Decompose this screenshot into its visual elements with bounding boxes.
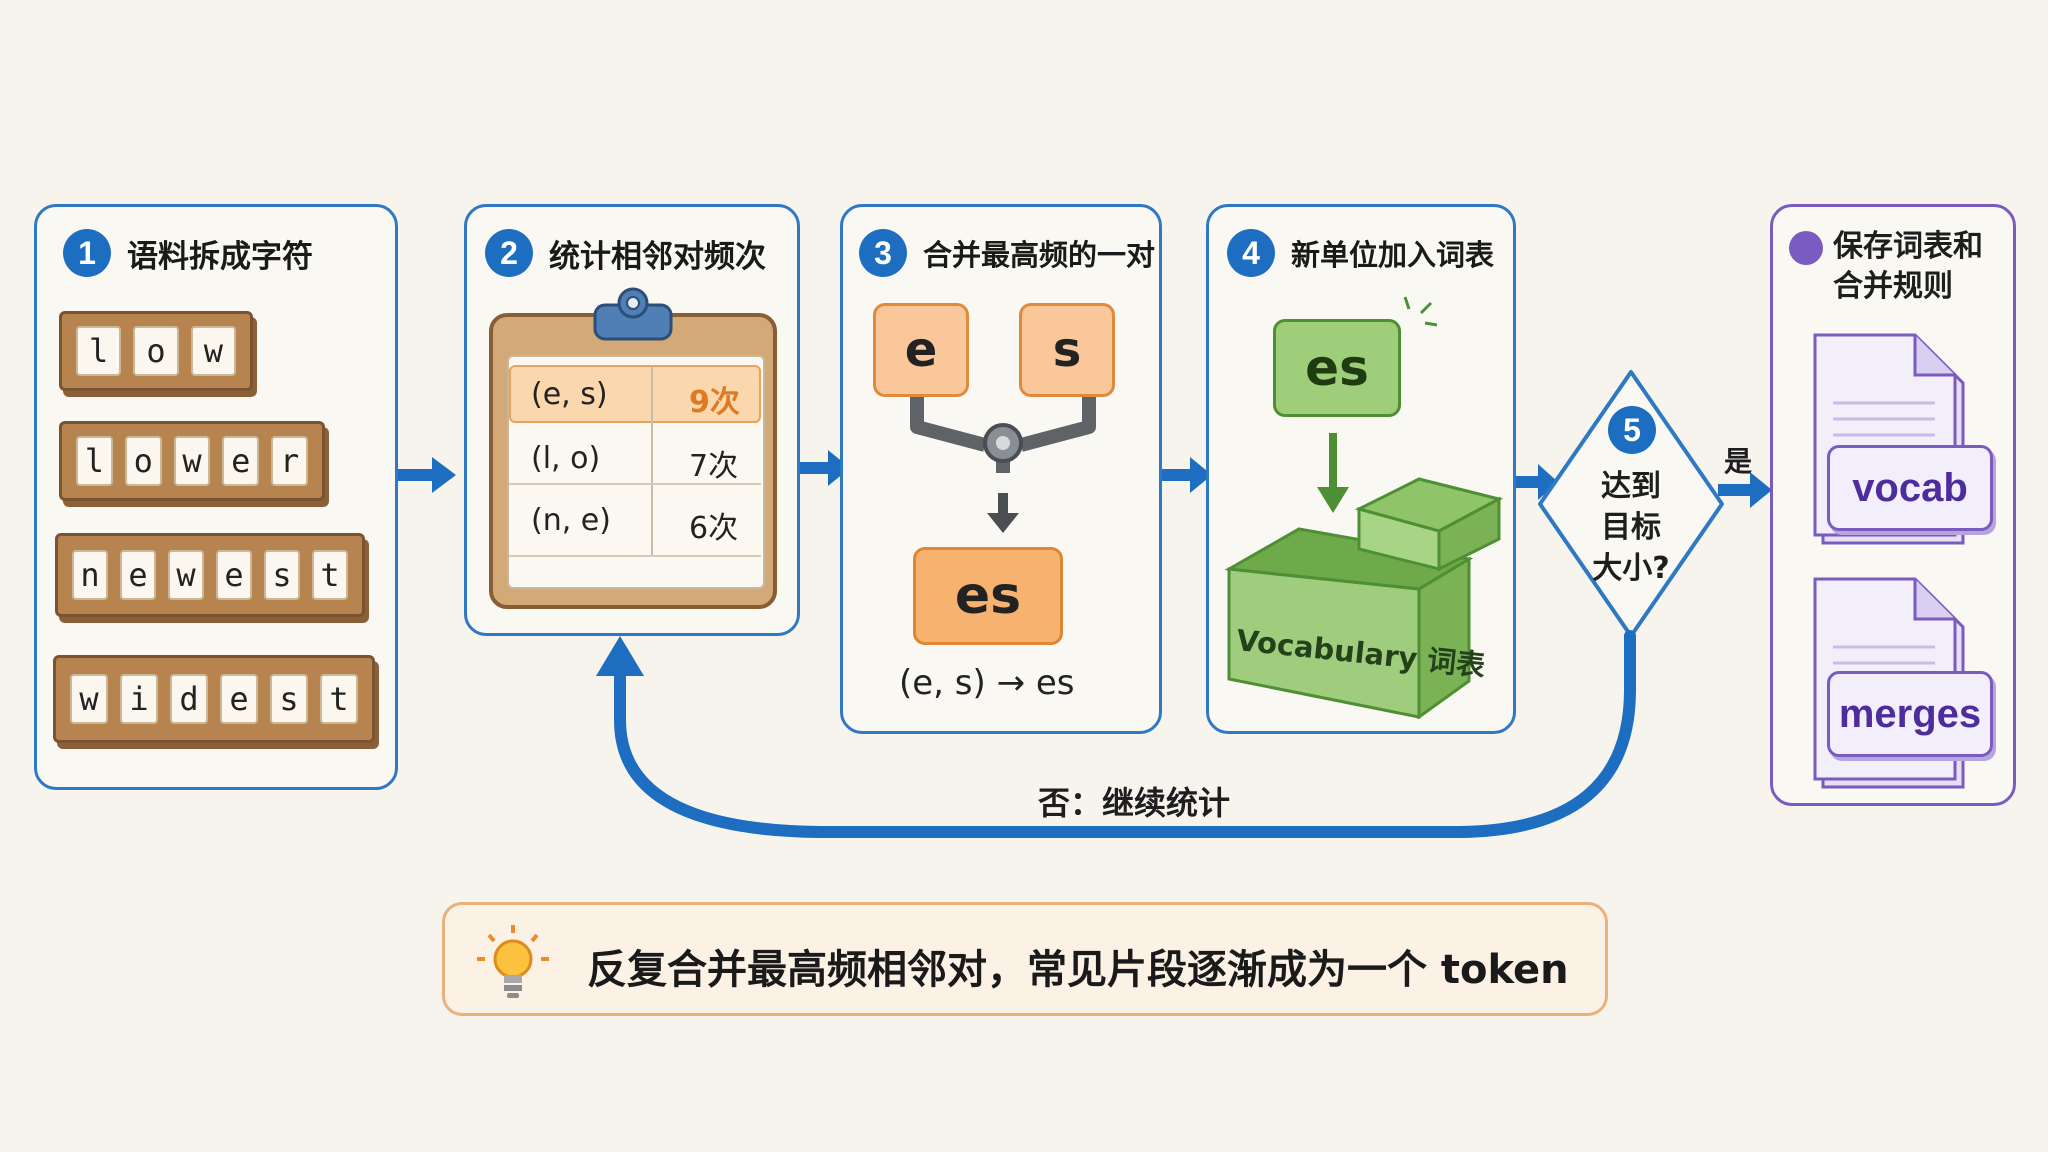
word-tray-lower: l o w e r xyxy=(59,421,325,501)
arrow-right-icon xyxy=(1516,464,1558,500)
tip-text: 反复合并最高频相邻对，常见片段逐渐成为一个 token xyxy=(587,947,1569,993)
char-tile: w xyxy=(173,436,211,486)
step1-panel: 1 语料拆成字符 l o w l o w e r n e w e s t w i… xyxy=(34,204,398,790)
step1-title: 语料拆成字符 xyxy=(127,238,313,275)
word-tray-widest: w i d e s t xyxy=(53,655,375,743)
new-token-es: es xyxy=(1273,319,1401,417)
step3-number: 3 xyxy=(859,229,907,277)
char-tile: o xyxy=(124,436,162,486)
table-row-highlight xyxy=(509,365,761,423)
char-tile: s xyxy=(270,674,308,724)
char-tile: t xyxy=(320,674,358,724)
step2-number: 2 xyxy=(485,229,533,277)
token-s: s xyxy=(1019,303,1115,397)
table-line xyxy=(509,483,761,485)
count-cell: 7次 xyxy=(689,449,739,484)
step2-title: 统计相邻对频次 xyxy=(549,238,766,275)
purple-dot-icon xyxy=(1789,231,1823,265)
char-tile: t xyxy=(312,550,348,600)
step4-number: 4 xyxy=(1227,229,1275,277)
step1-header: 1 语料拆成字符 xyxy=(63,229,313,277)
vocabulary-box-icon xyxy=(1224,477,1504,719)
char-tile: l xyxy=(76,436,113,486)
arrow-right-icon xyxy=(398,457,456,493)
merge-connector-icon xyxy=(910,397,1096,533)
question-line: 达到 xyxy=(1601,469,1661,504)
char-tile: e xyxy=(222,436,260,486)
step3-header: 3 合并最高频的一对 xyxy=(859,229,1155,277)
step4-title: 新单位加入词表 xyxy=(1291,238,1495,272)
step1-number: 1 xyxy=(63,229,111,277)
char-tile: w xyxy=(168,550,204,600)
table-divider xyxy=(651,367,653,555)
question-line: 目标 xyxy=(1601,510,1661,545)
arrow-right-icon xyxy=(800,450,850,486)
char-tile: i xyxy=(120,674,158,724)
vocab-file-tag: vocab xyxy=(1827,445,1993,531)
output-title-line: 合并规则 xyxy=(1833,269,1953,304)
merges-file-tag: merges xyxy=(1827,671,1993,757)
decision-question: 达到 目标 大小? xyxy=(1560,466,1702,589)
loop-back-arrow-icon xyxy=(596,630,1636,838)
lightbulb-icon xyxy=(477,925,549,998)
token-e: e xyxy=(873,303,969,397)
char-tile: d xyxy=(170,674,208,724)
char-tile: r xyxy=(271,436,308,486)
arrow-right-icon xyxy=(1162,457,1212,493)
pair-cell: (e, s) xyxy=(531,377,608,412)
output-title: 保存词表和 合并规则 xyxy=(1833,227,1983,307)
arrow-down-icon xyxy=(1317,433,1349,513)
question-line: 大小? xyxy=(1592,551,1670,586)
arrow-right-icon xyxy=(1718,472,1772,508)
frequency-table: (e, s) 9次 (l, o) 7次 (n, e) 6次 xyxy=(507,355,765,589)
no-label: 否：继续统计 xyxy=(1030,778,1239,824)
pair-cell: (l, o) xyxy=(531,441,601,476)
pair-cell: (n, e) xyxy=(531,503,611,538)
word-tray-newest: n e w e s t xyxy=(55,533,365,617)
char-tile: e xyxy=(120,550,156,600)
step2-panel: 2 统计相邻对频次 (e, s) 9次 (l, o) 7次 (n, e) 6次 xyxy=(464,204,800,636)
token-es: es xyxy=(913,547,1063,645)
step5-number: 5 xyxy=(1608,406,1656,454)
sparkle-icon xyxy=(1403,296,1438,327)
char-tile: e xyxy=(216,550,252,600)
output-panel: 保存词表和 合并规则 vocab merges xyxy=(1770,204,2016,806)
step3-title: 合并最高频的一对 xyxy=(923,238,1156,272)
yes-label: 是 xyxy=(1724,445,1753,478)
step4-panel: 4 新单位加入词表 es Vocabulary 词表 xyxy=(1206,204,1516,734)
step3-panel: 3 合并最高频的一对 e s es (e, s) → es xyxy=(840,204,1162,734)
word-tray-low: l o w xyxy=(59,311,253,391)
step4-header: 4 新单位加入词表 xyxy=(1227,229,1494,277)
clipboard-clip-icon xyxy=(593,287,673,341)
char-tile: w xyxy=(190,326,236,376)
count-cell: 9次 xyxy=(689,385,740,420)
char-tile: l xyxy=(76,326,122,376)
char-tile: w xyxy=(70,674,108,724)
char-tile: n xyxy=(72,550,108,600)
char-tile: e xyxy=(220,674,258,724)
tip-banner: 反复合并最高频相邻对，常见片段逐渐成为一个 token xyxy=(442,902,1608,1016)
count-cell: 6次 xyxy=(689,511,739,546)
table-line xyxy=(509,555,761,557)
output-title-line: 保存词表和 xyxy=(1833,229,1983,264)
char-tile: s xyxy=(264,550,300,600)
step2-header: 2 统计相邻对频次 xyxy=(485,229,766,277)
char-tile: o xyxy=(133,326,179,376)
merge-rule: (e, s) → es xyxy=(899,663,1075,703)
